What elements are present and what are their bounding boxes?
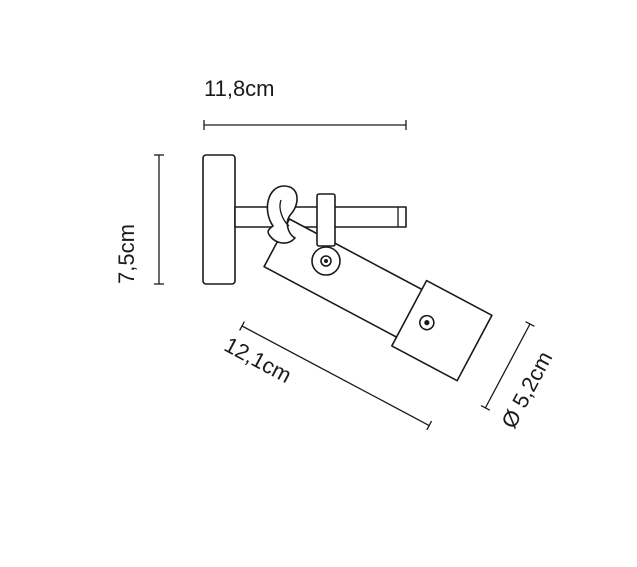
width-dimension: 11,8cm	[203, 76, 407, 130]
arm-clamp	[316, 193, 336, 247]
diameter-dimension-label: Ø 5,2cm	[496, 347, 557, 432]
diameter-dimension	[480, 321, 535, 411]
spot-body	[263, 218, 493, 382]
diameter-dimension-tick-start	[525, 321, 535, 327]
spot-head	[391, 279, 493, 382]
height-dimension-label: 7,5cm	[114, 224, 139, 284]
length-dimension-tick-start	[239, 321, 245, 331]
length-dimension-tick-end	[426, 420, 433, 431]
cable-hook	[266, 185, 298, 244]
pivot-knob-center	[324, 259, 328, 263]
diameter-dimension-tick-end	[480, 404, 491, 411]
wall-plate	[202, 154, 236, 285]
length-dimension-label: 12,1cm	[220, 332, 295, 388]
diameter-dimension-line	[484, 323, 531, 409]
head-screw-inner	[424, 320, 430, 326]
height-dimension: 7,5cm	[114, 154, 164, 285]
cable-hook-inner-line	[279, 199, 290, 227]
length-dimension-line	[241, 325, 430, 427]
width-dimension-label: 11,8cm	[204, 76, 275, 101]
